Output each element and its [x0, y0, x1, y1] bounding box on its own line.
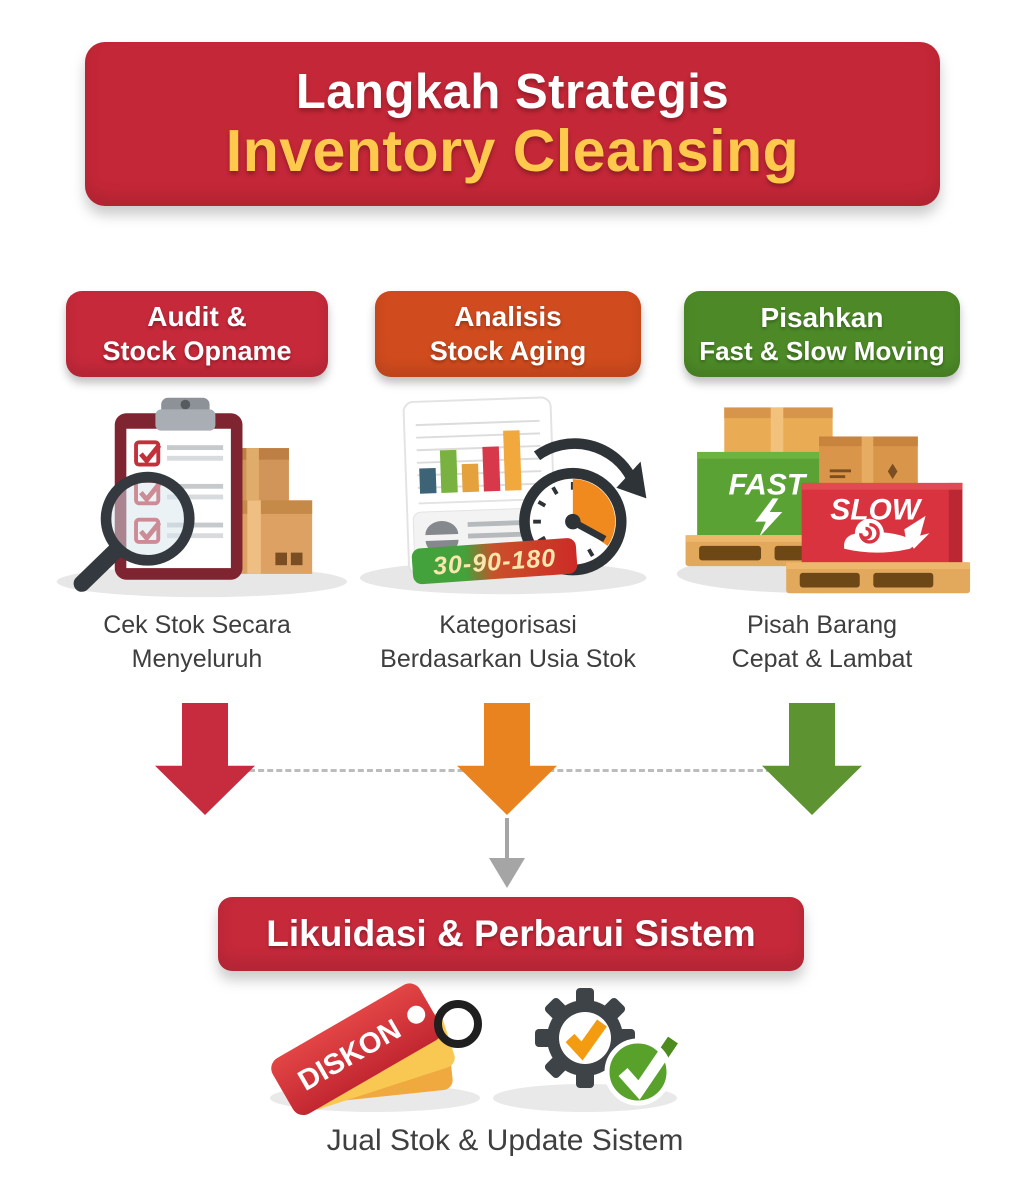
audit-badge-line1: Audit & — [147, 300, 247, 332]
result-illustration: DISKON — [270, 983, 678, 1116]
audit-illustration — [56, 397, 347, 598]
lightning-icon — [755, 498, 783, 538]
audit-caption-line2: Menyeluruh — [131, 644, 263, 673]
audit-caption-line1: Cek Stok Secara — [103, 611, 291, 639]
title-line1: Langkah Strategis — [295, 64, 730, 119]
aging-caption-line1: Kategorisasi — [439, 611, 577, 639]
gray-connector-arrow — [489, 818, 525, 888]
aging-illustration: 30-90-180 — [359, 396, 647, 595]
aging-badge: Analisis Stock Aging — [375, 291, 641, 377]
magnifier-icon — [73, 471, 195, 592]
result-banner-label: Likuidasi & Perbarui Sistem — [266, 913, 756, 954]
red-down-arrow — [155, 703, 255, 815]
fastslow-illustration: FAST SLOW — [676, 407, 971, 594]
fastslow-badge-line1: Pisahkan — [760, 301, 884, 333]
checklist-row-1 — [134, 440, 224, 467]
aging-caption-line2: Berdasarkan Usia Stok — [380, 644, 636, 673]
fastslow-caption-line1: Pisah Barang — [746, 611, 898, 639]
fastslow-badge: Pisahkan Fast & Slow Moving — [684, 291, 960, 377]
tag-ring-icon — [434, 1000, 482, 1048]
orange-down-arrow — [457, 703, 557, 815]
snail-icon — [844, 515, 930, 553]
result-banner: Likuidasi & Perbarui Sistem — [218, 897, 804, 971]
aging-caption: Kategorisasi Berdasarkan Usia Stok — [380, 609, 636, 677]
step-fastslow-column: Pisahkan Fast & Slow Moving FAST — [667, 291, 977, 677]
green-circle-icon — [604, 1038, 672, 1106]
step-aging-column: Analisis Stock Aging — [353, 291, 663, 677]
audit-caption: Cek Stok Secara Menyeluruh — [103, 609, 291, 677]
discount-tags-icon: DISKON — [271, 983, 482, 1116]
header-banner: Langkah Strategis Inventory Cleansing — [85, 42, 940, 206]
aging-badge-line2: Stock Aging — [429, 335, 587, 366]
fastslow-caption-line2: Cepat & Lambat — [731, 644, 913, 673]
step-audit-column: Audit & Stock Opname — [42, 291, 352, 677]
audit-badge-line2: Stock Opname — [102, 335, 292, 366]
audit-badge: Audit & Stock Opname — [66, 291, 328, 377]
green-down-arrow — [762, 703, 862, 815]
fast-label: FAST — [729, 469, 808, 502]
orange-check-icon — [565, 1019, 607, 1061]
aging-ribbon: 30-90-180 — [411, 538, 578, 585]
slow-pallet-group: SLOW — [786, 436, 971, 594]
gear-check-icon — [535, 988, 678, 1106]
fastslow-caption: Pisah Barang Cepat & Lambat — [732, 609, 913, 677]
fastslow-badge-line2: Fast & Slow Moving — [699, 336, 945, 367]
result-caption: Jual Stok & Update Sistem — [326, 1124, 684, 1157]
bar-chart-icon — [419, 430, 522, 494]
aging-badge-line1: Analisis — [454, 300, 562, 332]
title-line2: Inventory Cleansing — [225, 117, 800, 184]
white-check-icon — [618, 1043, 667, 1100]
